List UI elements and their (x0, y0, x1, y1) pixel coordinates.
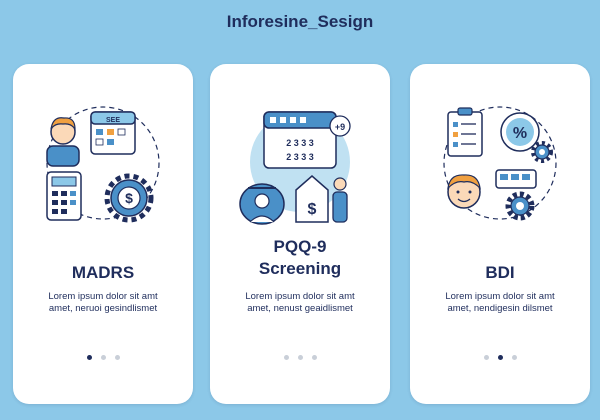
percent-icon: % (500, 112, 540, 152)
card-pqq9[interactable]: 2 3 3 3 2 3 3 3 +9 $ PQQ-9 Screening Lor… (210, 64, 390, 404)
pagination-dots (13, 355, 193, 360)
clipboard-icon (447, 107, 483, 157)
card-body: Lorem ipsum dolor sit amt amet, neruoi g… (48, 291, 158, 314)
pagination-dot[interactable] (86, 355, 92, 360)
svg-text:2 3 3 3: 2 3 3 3 (286, 152, 314, 162)
page-title: Inforesine_Sesign (226, 12, 374, 31)
card-title: PQQ-9 Screening (258, 237, 342, 278)
svg-text:2 3 3 3: 2 3 3 3 (286, 138, 314, 148)
svg-text:SEE: SEE (106, 117, 120, 124)
svg-text:$: $ (308, 201, 317, 218)
madrs-illustration: SEE $ (46, 106, 160, 223)
pagination-dot[interactable] (283, 355, 289, 360)
gear-icon (531, 141, 553, 163)
card-madrs[interactable]: SEE $ MADRS Lorem ips (13, 64, 193, 404)
standing-person-icon (332, 177, 348, 223)
svg-text:+9: +9 (335, 122, 345, 132)
card-title: MADRS (71, 263, 135, 282)
face-icon (447, 174, 481, 209)
svg-text:%: % (513, 125, 527, 142)
card-bdi[interactable]: % BDI Lorem ipsum (410, 64, 590, 404)
card-body: Lorem ipsum dolor sit amt amet, nenust g… (245, 291, 355, 314)
card-body: Lorem ipsum dolor sit amt amet, nendiges… (445, 291, 555, 314)
calendar-icon: SEE (90, 111, 136, 155)
bdi-illustration: % (443, 106, 557, 221)
pagination-dot[interactable] (114, 355, 120, 360)
bus-icon (495, 169, 537, 189)
svg-text:$: $ (125, 190, 133, 206)
person-icon (46, 117, 80, 167)
house-dollar-icon: $ (295, 175, 329, 223)
pagination-dot[interactable] (297, 355, 303, 360)
gear-icon (505, 191, 535, 221)
pagination-dots (210, 355, 390, 360)
pagination-dots (410, 355, 590, 360)
card-title: BDI (485, 263, 515, 282)
pagination-dot[interactable] (511, 355, 517, 360)
pagination-dot[interactable] (483, 355, 489, 360)
pqq9-illustration: 2 3 3 3 2 3 3 3 +9 $ (239, 111, 351, 225)
pagination-dot[interactable] (311, 355, 317, 360)
pagination-dot[interactable] (100, 355, 106, 360)
bag-person-icon (239, 183, 285, 225)
calculator-icon (46, 171, 82, 221)
calendar-grid-icon: 2 3 3 3 2 3 3 3 +9 (263, 111, 351, 169)
gear-dollar-icon: $ (104, 173, 154, 223)
pagination-dot[interactable] (497, 355, 503, 360)
